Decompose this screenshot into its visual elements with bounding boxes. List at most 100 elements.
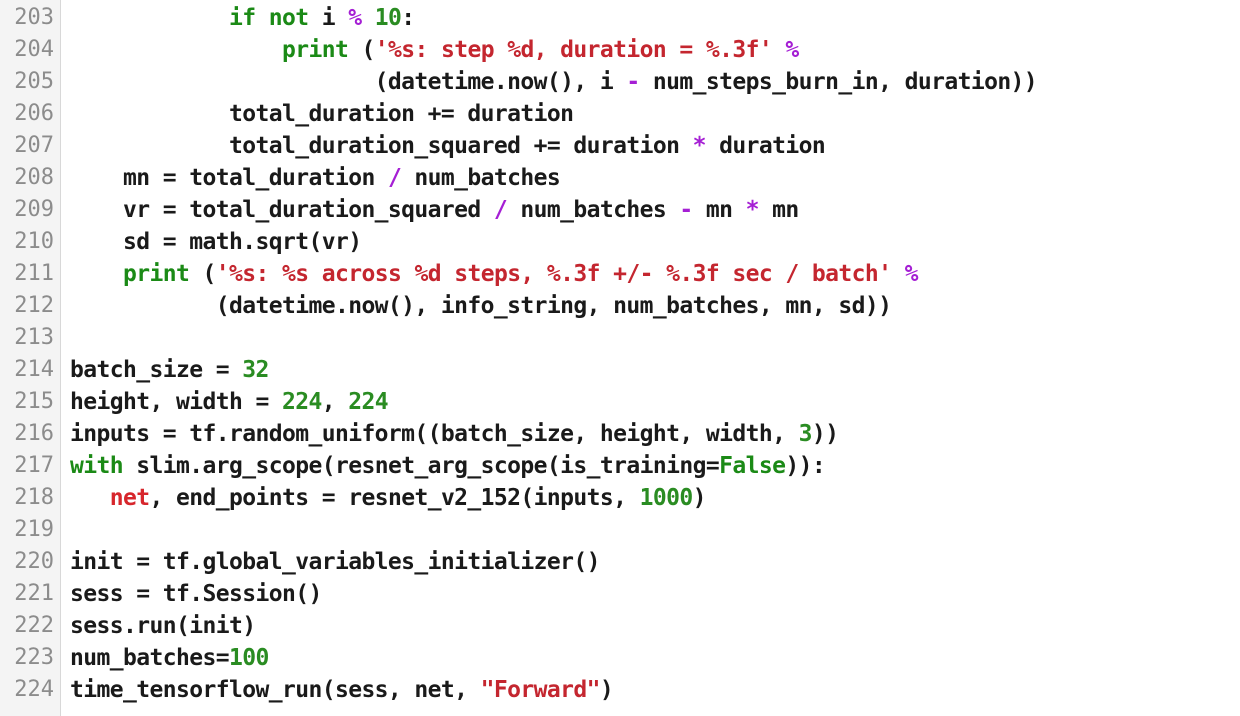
token-text: )) xyxy=(811,421,839,447)
token-text: ( xyxy=(348,37,375,63)
line-number: 216 xyxy=(14,421,54,446)
token-num: 224 xyxy=(281,389,322,415)
code-line[interactable]: 222 sess.run(init) xyxy=(0,610,1240,642)
token-text: mn xyxy=(692,197,746,223)
token-kw: print xyxy=(281,37,349,63)
line-number: 217 xyxy=(14,453,54,478)
line-number: 207 xyxy=(14,133,54,158)
token-text: height, width = xyxy=(70,389,282,415)
line-code: time_tensorflow_run(sess, net, "Forward"… xyxy=(70,674,614,706)
line-number: 221 xyxy=(14,581,54,606)
line-number: 224 xyxy=(14,677,54,702)
token-num: 10 xyxy=(374,5,402,31)
line-number: 203 xyxy=(14,5,54,30)
line-code: (datetime.now(), i - num_steps_burn_in, … xyxy=(70,66,1038,98)
line-number: 213 xyxy=(14,325,54,350)
token-kw: if xyxy=(228,5,256,31)
token-text xyxy=(891,261,904,287)
token-text: mn = total_duration xyxy=(70,165,388,191)
line-number-gutter xyxy=(0,0,61,716)
code-line[interactable]: 217 with slim.arg_scope(resnet_arg_scope(… xyxy=(0,450,1240,482)
token-op: / xyxy=(493,197,508,223)
token-num: 3 xyxy=(798,421,813,447)
token-text: time_tensorflow_run(sess, net, xyxy=(70,677,481,703)
line-code: with slim.arg_scope(resnet_arg_scope(is_… xyxy=(70,450,826,482)
line-number: 222 xyxy=(14,613,54,638)
token-text: duration xyxy=(705,133,826,159)
line-code: inputs = tf.random_uniform((batch_size, … xyxy=(70,418,839,450)
code-line[interactable]: 210 sd = math.sqrt(vr) xyxy=(0,226,1240,258)
token-text: sd = math.sqrt(vr) xyxy=(70,229,362,255)
token-text: sess = tf.Session() xyxy=(70,581,322,607)
token-kw: False xyxy=(719,453,786,479)
token-op: % xyxy=(348,5,362,31)
token-text: ) xyxy=(692,485,707,511)
line-number: 205 xyxy=(14,69,54,94)
line-code: batch_size = 32 xyxy=(70,354,269,386)
code-line[interactable]: 204 print ('%s: step %d, duration = %.3f… xyxy=(0,34,1240,66)
token-text xyxy=(70,37,282,63)
token-text: total_duration_squared += duration xyxy=(70,133,693,159)
token-kw: print xyxy=(123,261,190,287)
code-line[interactable]: 212 (datetime.now(), info_string, num_ba… xyxy=(0,290,1240,322)
token-op: / xyxy=(387,165,402,191)
token-kw: not xyxy=(268,5,309,31)
code-line[interactable]: 216 inputs = tf.random_uniform((batch_siz… xyxy=(0,418,1240,450)
line-code: net, end_points = resnet_v2_152(inputs, … xyxy=(70,482,707,514)
token-text: num_steps_burn_in, duration)) xyxy=(639,69,1038,95)
code-line[interactable]: 207 total_duration_squared += duration *… xyxy=(0,130,1240,162)
token-text xyxy=(70,5,229,31)
code-line[interactable]: 220 init = tf.global_variables_initialize… xyxy=(0,546,1240,578)
code-line[interactable]: 208 mn = total_duration / num_batches xyxy=(0,162,1240,194)
line-code: sd = math.sqrt(vr) xyxy=(70,226,362,258)
line-code: mn = total_duration / num_batches xyxy=(70,162,561,194)
line-number: 219 xyxy=(14,517,54,542)
code-line[interactable]: 219 xyxy=(0,514,1240,546)
token-text: )): xyxy=(785,453,826,479)
token-str: "Forward" xyxy=(480,677,601,703)
token-text xyxy=(70,485,110,511)
line-code: (datetime.now(), info_string, num_batche… xyxy=(70,290,892,322)
code-line[interactable]: 209 vr = total_duration_squared / num_ba… xyxy=(0,194,1240,226)
code-line[interactable]: 224 time_tensorflow_run(sess, net, "Forwa… xyxy=(0,674,1240,706)
code-line[interactable]: 221 sess = tf.Session() xyxy=(0,578,1240,610)
token-text: inputs = tf.random_uniform((batch_size, … xyxy=(70,421,799,447)
token-text: , xyxy=(321,389,349,415)
token-var: net xyxy=(109,485,150,511)
token-num: 1000 xyxy=(639,485,694,511)
line-code: sess.run(init) xyxy=(70,610,256,642)
token-text: sess.run(init) xyxy=(70,613,256,639)
token-op: % xyxy=(904,261,919,287)
token-text: : xyxy=(401,5,415,31)
token-num: 32 xyxy=(242,357,269,383)
line-code: total_duration += duration xyxy=(70,98,574,130)
code-line[interactable]: 206 total_duration += duration xyxy=(0,98,1240,130)
token-text: , end_points = resnet_v2_152(inputs, xyxy=(149,485,640,511)
code-line[interactable]: 218 net, end_points = resnet_v2_152(inpu… xyxy=(0,482,1240,514)
token-text: init = tf.global_variables_initializer() xyxy=(70,549,600,575)
line-number: 223 xyxy=(14,645,54,670)
line-code: if not i % 10: xyxy=(70,2,415,34)
token-text: total_duration += duration xyxy=(70,101,574,127)
code-line[interactable]: 213 xyxy=(0,322,1240,354)
token-num: 224 xyxy=(348,389,388,415)
code-line[interactable]: 203 if not i % 10: xyxy=(0,2,1240,34)
line-code: init = tf.global_variables_initializer() xyxy=(70,546,600,578)
token-text: vr = total_duration_squared xyxy=(70,197,494,223)
code-line[interactable]: 215 height, width = 224, 224 xyxy=(0,386,1240,418)
token-num: 100 xyxy=(228,645,269,671)
line-number: 209 xyxy=(14,197,54,222)
line-code: height, width = 224, 224 xyxy=(70,386,389,418)
code-line[interactable]: 205 (datetime.now(), i - num_steps_burn_… xyxy=(0,66,1240,98)
code-line[interactable]: 211 print ('%s: %s across %d steps, %.3f… xyxy=(0,258,1240,290)
token-text xyxy=(772,37,785,63)
token-op: - xyxy=(626,69,640,95)
line-number: 211 xyxy=(14,261,54,286)
line-number: 220 xyxy=(14,549,54,574)
line-number: 206 xyxy=(14,101,54,126)
line-number: 215 xyxy=(14,389,54,414)
